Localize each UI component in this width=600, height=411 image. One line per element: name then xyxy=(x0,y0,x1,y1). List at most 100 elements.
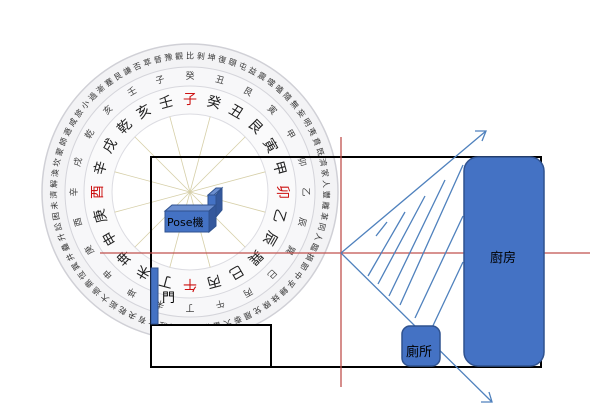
compass-char: 丑 xyxy=(214,74,226,87)
compass-middle-ring-text: 癸丑艮寅甲卯乙辰巽巳丙午丁未坤申庚酉辛戌乾亥壬子 xyxy=(68,70,311,312)
compass-ray xyxy=(189,116,211,193)
compass-char: 解 xyxy=(48,180,58,189)
pos-machine-label: Pose機 xyxy=(167,215,203,229)
compass-char: 人 xyxy=(313,232,324,243)
compass-char: 賁 xyxy=(311,136,323,147)
compass-char: 申 xyxy=(100,228,121,248)
compass-char: 坎 xyxy=(51,157,62,167)
compass-ray xyxy=(114,171,191,193)
compass-ray xyxy=(134,191,191,248)
compass-char: 乙 xyxy=(269,207,288,225)
compass-char: 濟 xyxy=(48,191,58,199)
compass-char: 泰 xyxy=(232,314,243,326)
compass-char: 晉 xyxy=(153,55,163,66)
compass-char: 丑 xyxy=(226,102,246,123)
compass-char: 觀 xyxy=(175,51,184,62)
compass-char: 辛 xyxy=(68,187,80,196)
compass-char: 未 xyxy=(134,261,154,282)
feng-shui-compass: 比剝坤復頤屯益震噬嗑隨無妄明夷賁既濟家人豐離革同人臨損節中孚歸妹睽兌履泰大畜需小… xyxy=(41,43,339,341)
compass-char: 乾 xyxy=(117,304,129,317)
compass-char: 既 xyxy=(315,147,326,157)
compass-char: 臨 xyxy=(309,242,321,253)
hatch-line xyxy=(429,261,464,333)
upper-ray xyxy=(340,130,487,254)
compass-char: 訟 xyxy=(52,222,64,232)
compass-char: 午 xyxy=(183,276,197,292)
compass-char: 漸 xyxy=(95,83,107,95)
compass-char: 辰 xyxy=(295,216,308,228)
compass-char: 未 xyxy=(49,201,60,210)
compass-char: 丁 xyxy=(157,271,175,290)
compass-char: 辛 xyxy=(92,159,111,177)
pos-machine-top xyxy=(163,204,218,212)
compass-char: 困 xyxy=(51,211,61,220)
compass-ray xyxy=(169,116,191,193)
compass-char: 亥 xyxy=(134,102,154,123)
compass-char: 丁 xyxy=(185,302,194,312)
compass-ray xyxy=(189,191,246,248)
compass-char: 艮 xyxy=(112,71,124,83)
compass-char: 丙 xyxy=(205,271,223,290)
compass-char: 酉 xyxy=(90,185,106,199)
compass-char: 酉 xyxy=(72,216,85,228)
compass-char: 戌 xyxy=(100,136,121,156)
compass-char: 豫 xyxy=(164,52,173,63)
compass-char: 戌 xyxy=(71,156,85,168)
compass-char: 屯 xyxy=(237,60,248,72)
compass-char: 家 xyxy=(320,168,331,177)
compass-char: 否 xyxy=(132,61,143,72)
compass-char: 壬 xyxy=(157,94,175,113)
compass-char: 巳 xyxy=(226,261,246,282)
hatch-line xyxy=(388,179,446,297)
toilet-label: 廁所 xyxy=(406,344,432,360)
compass-char: 益 xyxy=(247,64,259,77)
compass-char: 小 xyxy=(80,99,92,111)
compass-char: 卯 xyxy=(295,156,308,168)
compass-ray xyxy=(189,171,266,193)
compass-char: 癸 xyxy=(185,70,194,82)
hatch-line xyxy=(375,221,388,237)
compass-char: 午 xyxy=(214,297,226,311)
compass-char: 癸 xyxy=(205,94,223,113)
compass-char: 睽 xyxy=(261,299,273,311)
lower-ray-arrowhead xyxy=(481,391,493,403)
compass-char: 蠱 xyxy=(59,242,71,253)
hatch-line xyxy=(377,195,426,285)
compass-char: 兌 xyxy=(251,304,263,317)
compass-char: 有 xyxy=(137,314,148,326)
toilet-block xyxy=(401,325,441,367)
compass-char: 井 xyxy=(64,251,77,263)
room-alcove xyxy=(150,324,272,368)
compass-rays xyxy=(114,116,266,268)
compass-char: 子 xyxy=(183,92,197,108)
compass-ray xyxy=(134,136,191,193)
compass-char: 同 xyxy=(316,222,327,232)
compass-char: 明 xyxy=(301,117,313,128)
compass-char: 甲 xyxy=(269,159,288,177)
compass-char: 剝 xyxy=(196,51,205,62)
compass-char: 庚 xyxy=(92,207,111,225)
compass-char: 未 xyxy=(154,297,166,311)
compass-char: 渙 xyxy=(49,168,60,177)
compass-char: 履 xyxy=(242,309,253,321)
compass-char: 辰 xyxy=(259,228,280,248)
upper-ray-arrowhead xyxy=(475,130,487,142)
sector-rays xyxy=(340,130,493,403)
compass-char: 頤 xyxy=(227,57,237,68)
compass-char: 比 xyxy=(186,51,194,61)
compass-char: 豐 xyxy=(321,191,331,199)
compass-char: 離 xyxy=(320,201,331,210)
compass-ray xyxy=(189,191,266,213)
compass-char: 復 xyxy=(217,54,227,66)
compass-char: 鼎 xyxy=(83,277,95,289)
compass-char: 嗑 xyxy=(273,83,285,95)
compass-char: 巽 xyxy=(70,260,82,272)
kitchen-label: 廚房 xyxy=(490,250,516,266)
compass-char: 濟 xyxy=(318,157,329,167)
compass-char: 謙 xyxy=(121,64,133,77)
hatch-line xyxy=(367,211,406,277)
compass-char: 卯 xyxy=(274,185,290,199)
compass-char: 升 xyxy=(56,232,67,243)
compass-char: 夬 xyxy=(126,309,137,321)
